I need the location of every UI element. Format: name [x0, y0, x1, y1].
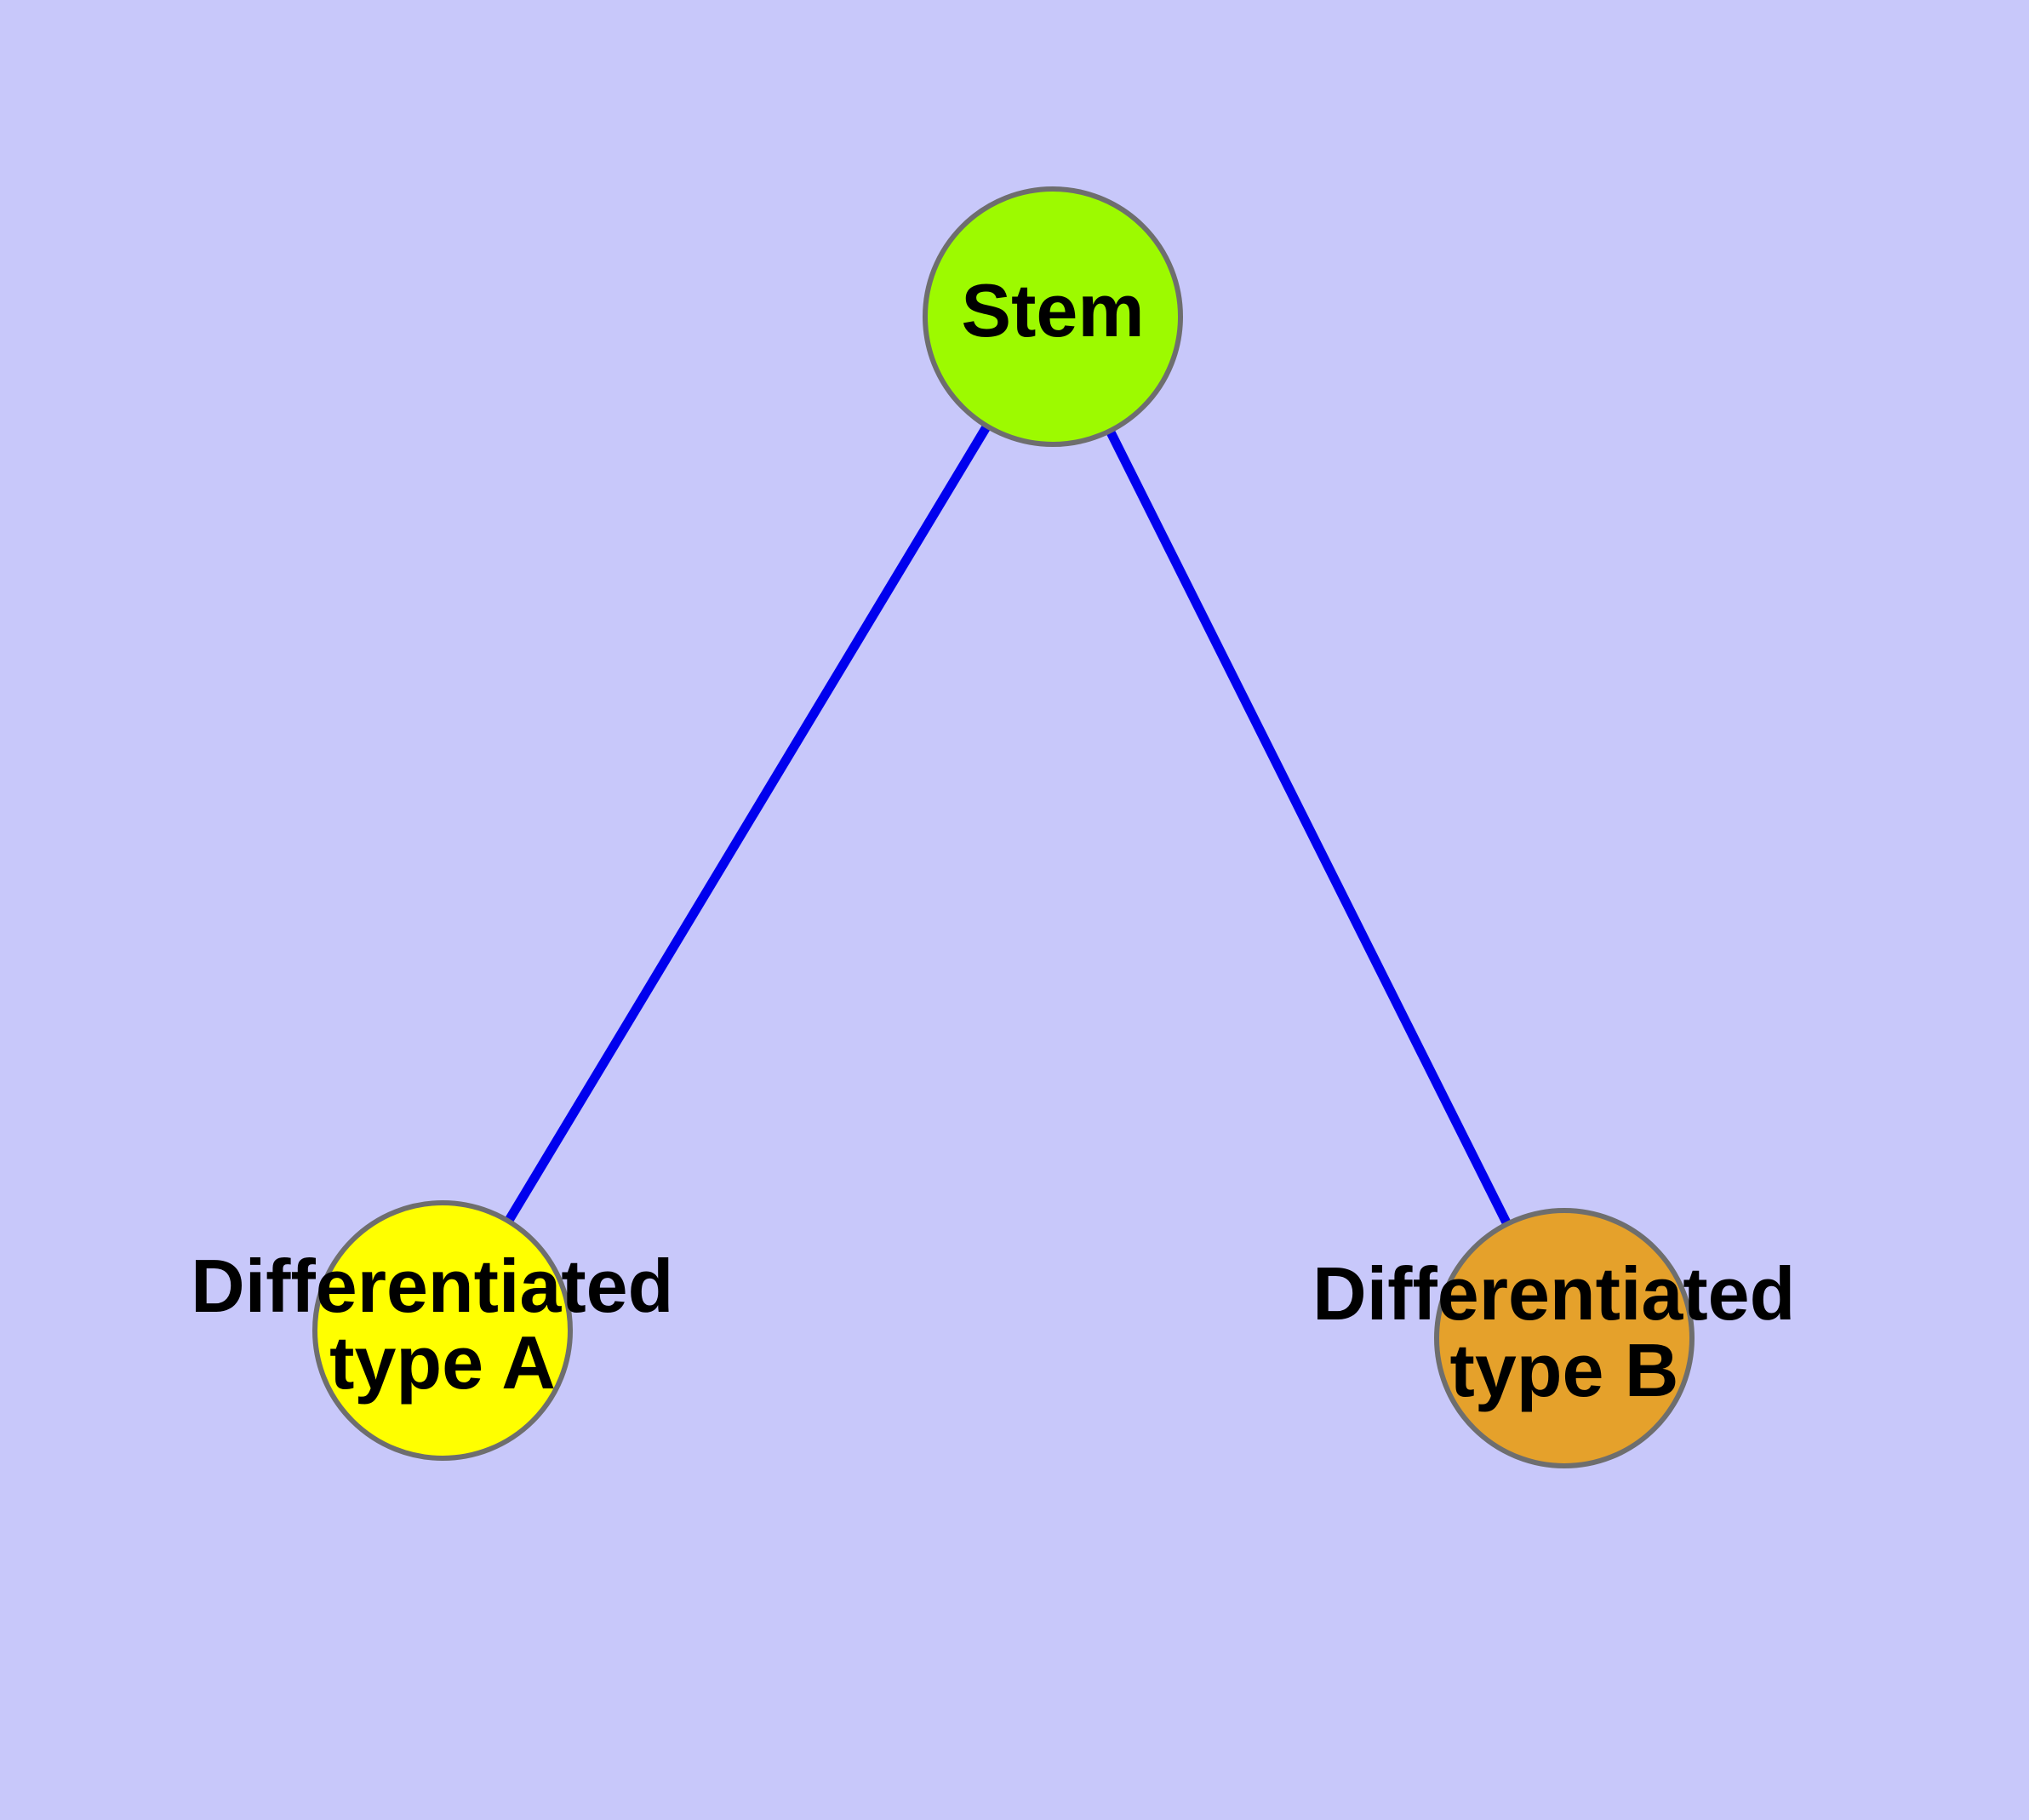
edge-layer — [438, 314, 1569, 1341]
edge-stem-to-differentiated-type-b[interactable] — [1049, 314, 1569, 1341]
node-differentiated-type-a-label-line-1: Differentiated — [191, 1244, 673, 1328]
node-differentiated-type-b-circle[interactable] — [1434, 1208, 1695, 1468]
node-stem-label-line-1: Stem — [961, 268, 1144, 352]
node-differentiated-type-a[interactable] — [312, 1200, 573, 1461]
node-stem-label: Stem — [961, 268, 1144, 352]
node-stem-circle[interactable] — [923, 186, 1183, 447]
node-differentiated-type-b-label: Differentiated type B — [1312, 1251, 1816, 1412]
edge-stem-to-differentiated-type-a[interactable] — [438, 314, 1057, 1333]
node-differentiated-type-b-label-line-2: type B — [1450, 1328, 1679, 1412]
node-differentiated-type-b[interactable] — [1434, 1208, 1695, 1468]
node-stem[interactable] — [923, 186, 1183, 447]
node-differentiated-type-b-label-line-1: Differentiated — [1312, 1251, 1795, 1336]
node-differentiated-type-a-circle[interactable] — [312, 1200, 573, 1461]
node-differentiated-type-a-label: Differentiated type A — [191, 1244, 694, 1405]
node-differentiated-type-a-label-line-2: type A — [329, 1320, 556, 1405]
node-layer — [312, 186, 1695, 1468]
label-layer: Stem Differentiated type A Differentiate… — [191, 268, 1816, 1412]
